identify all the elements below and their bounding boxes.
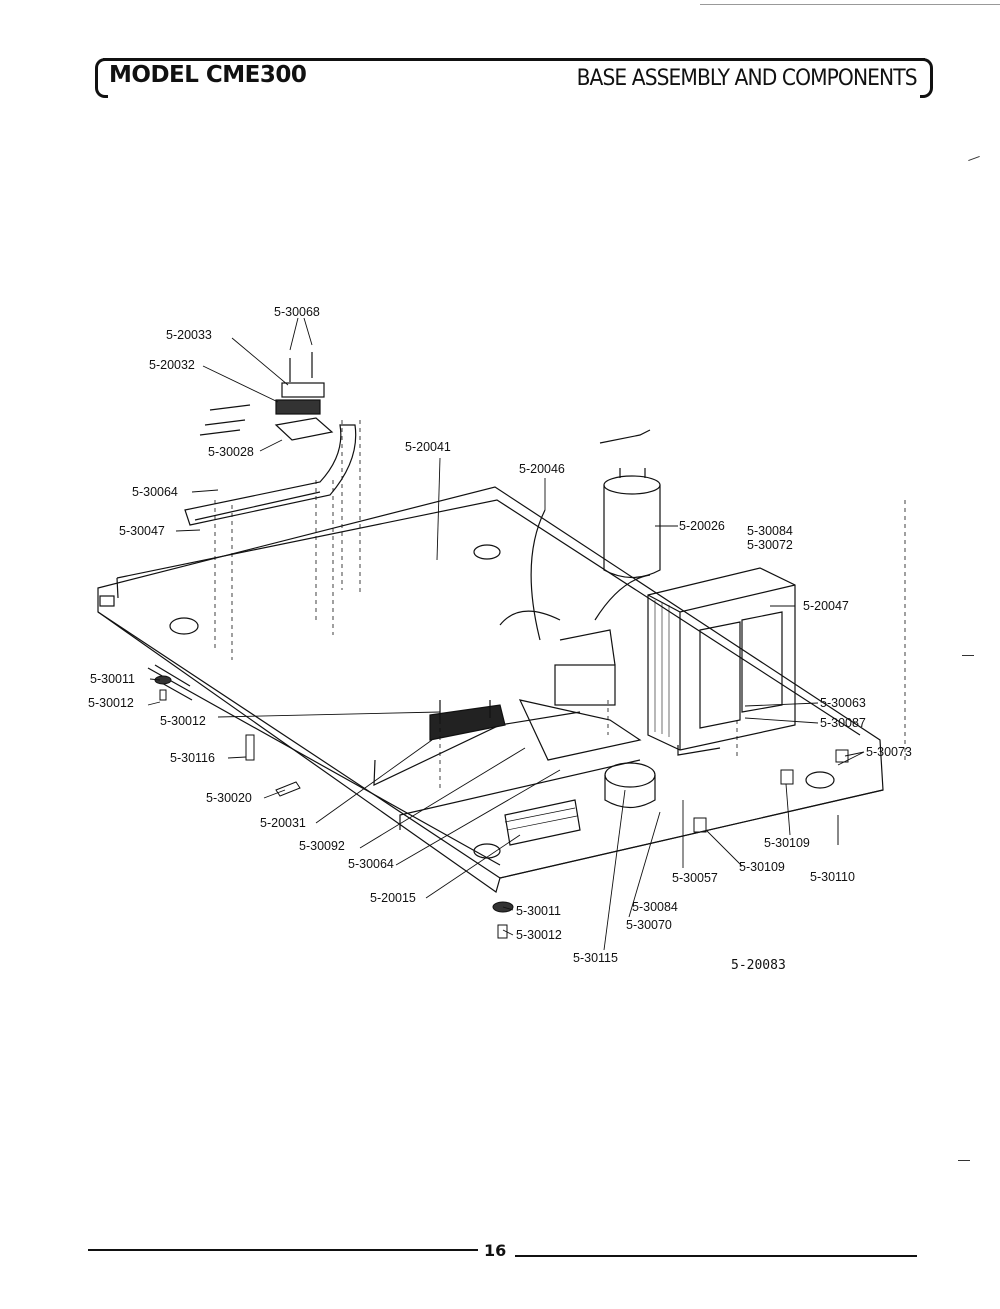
callout-5-30011-left: 5-30011 — [90, 672, 135, 686]
callout-5-20033: 5-20033 — [166, 328, 212, 342]
model-title: MODEL CME300 — [109, 62, 307, 88]
callout-5-30092: 5-30092 — [299, 839, 345, 853]
bracket-5-30020 — [275, 781, 301, 797]
callout-labels: 5-30068 5-20033 5-20032 5-30028 5-20041 … — [88, 305, 912, 973]
clip-5-30073 — [835, 749, 849, 763]
fan-motor-strap — [604, 762, 656, 809]
leader-lines — [147, 317, 865, 951]
callout-5-30109-b: 5-30109 — [739, 860, 785, 874]
callout-5-30064-top: 5-30064 — [132, 485, 178, 499]
diagram-number: 5-20083 — [731, 958, 786, 973]
callout-5-30028: 5-30028 — [208, 445, 254, 459]
callout-5-30070: 5-30070 — [626, 918, 672, 932]
screw-upper-left — [159, 689, 167, 701]
callout-5-30110: 5-30110 — [810, 870, 855, 884]
callout-5-30084-bottom: 5-30084 — [632, 900, 678, 914]
page-number: 16 — [484, 1241, 507, 1260]
callout-5-20031: 5-20031 — [260, 816, 306, 830]
footer-rule-right — [515, 1255, 917, 1257]
callout-5-20046: 5-20046 — [519, 462, 565, 476]
foot-upper-left — [154, 675, 172, 685]
callout-5-30064-bottom: 5-30064 — [348, 857, 394, 871]
callout-5-30072: 5-30072 — [747, 538, 793, 552]
callout-5-30068: 5-30068 — [274, 305, 320, 319]
callout-5-30063: 5-30063 — [820, 696, 866, 710]
callout-5-20032: 5-20032 — [149, 358, 195, 372]
screw-lower — [497, 924, 508, 939]
margin-mark — [962, 655, 974, 656]
relay-module — [554, 664, 616, 706]
callout-5-30012-mid: 5-30012 — [160, 714, 206, 728]
callout-5-20026: 5-20026 — [679, 519, 725, 533]
callout-5-30084-top: 5-30084 — [747, 524, 793, 538]
base-hole-2 — [473, 544, 501, 560]
callout-5-30057: 5-30057 — [672, 871, 718, 885]
door-switch-assembly — [184, 352, 357, 526]
callout-5-30116: 5-30116 — [170, 751, 215, 765]
callout-5-30047: 5-30047 — [119, 524, 165, 538]
callout-5-20047: 5-20047 — [803, 599, 849, 613]
footer-rule-left — [88, 1249, 478, 1251]
header-rule — [103, 58, 925, 61]
base-pan-tab — [99, 595, 115, 607]
screw-5-30116 — [245, 734, 255, 761]
callout-5-30109-a: 5-30109 — [764, 836, 810, 850]
section-title: BASE ASSEMBLY AND COMPONENTS — [576, 66, 918, 91]
top-edge-line — [700, 4, 1000, 5]
callout-5-30012-left: 5-30012 — [88, 696, 134, 710]
relay-and-boards — [429, 509, 651, 846]
callout-5-20041: 5-20041 — [405, 440, 451, 454]
base-hole-1 — [169, 617, 199, 635]
margin-mark — [958, 1160, 970, 1161]
capacitor — [599, 429, 661, 579]
base-hole-4 — [805, 771, 835, 789]
transformer — [647, 567, 796, 756]
callout-5-30011-bottom: 5-30011 — [516, 904, 561, 918]
header-bracket-right — [920, 58, 933, 98]
relay-plate — [518, 699, 642, 761]
base-pan — [97, 486, 884, 893]
switch-insulator — [274, 417, 334, 441]
callout-5-30020: 5-30020 — [206, 791, 252, 805]
callout-5-30087: 5-30087 — [820, 716, 866, 730]
terminal-block — [429, 704, 506, 741]
callout-5-30115: 5-30115 — [573, 951, 618, 965]
header-bracket-left — [95, 58, 108, 98]
grommet-5-30109-b — [693, 817, 707, 833]
base-hole-3 — [473, 843, 501, 859]
grommet-5-30109-a — [780, 769, 794, 785]
switch-body — [275, 399, 321, 415]
callout-5-30073: 5-30073 — [866, 745, 912, 759]
switch-screws — [289, 352, 313, 382]
base-pan-inner-lip — [116, 499, 861, 736]
page-header: MODEL CME300 BASE ASSEMBLY AND COMPONENT… — [95, 50, 933, 98]
alignment-lines — [214, 420, 906, 790]
control-board — [504, 799, 581, 846]
interlock-bracket — [184, 424, 357, 526]
callout-5-30012-bottom: 5-30012 — [516, 928, 562, 942]
switch-housing — [281, 382, 325, 398]
callout-5-20015: 5-20015 — [370, 891, 416, 905]
